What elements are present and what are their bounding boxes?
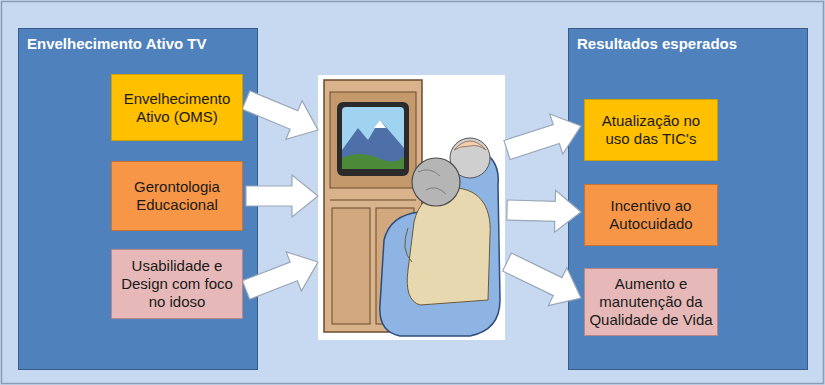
box-label: Gerontologia Educacional [116,178,238,214]
panel-title: Envelhecimento Ativo TV [19,29,257,58]
tv-housing [330,92,416,188]
block-arrow [498,243,590,317]
block-arrow [501,106,588,170]
cabinet-line [330,199,416,200]
box-label: Atualização no uso das TIC's [589,112,713,148]
illustration-ground [318,75,505,340]
hair-lines [418,170,446,194]
woman-body [407,188,490,305]
concept-box: Gerontologia Educacional [111,161,243,231]
box-label: Envelhecimento Ativo (OMS) [116,90,238,126]
arm-line [405,228,412,262]
cabinet-door [332,208,370,324]
concept-box: Incentivo ao Autocuidado [584,184,718,246]
block-arrow [506,189,581,233]
concept-box: Atualização no uso das TIC's [584,99,718,161]
tv-screen [342,107,404,169]
block-arrow [246,175,318,217]
block-arrow [238,81,326,150]
screen-mountain [342,120,404,169]
panel-title: Resultados esperados [569,29,807,58]
group-panel: Resultados esperadosAtualização no uso d… [568,28,808,370]
man-scalp [454,141,486,150]
box-label: Aumento e manutenção da Qualidade de Vid… [589,275,713,329]
box-label: Usabilidade e Design com foco no idoso [116,257,238,311]
armchair [380,150,500,336]
tv-illustration [318,75,505,340]
screen-snow [374,120,386,128]
group-panel: Envelhecimento Ativo TV Envelhecimento At… [18,28,258,370]
concept-box: Usabilidade e Design com foco no idoso [111,249,243,319]
concept-box: Aumento e manutenção da Qualidade de Vid… [584,268,718,336]
tv-bezel [337,102,409,176]
concept-box: Envelhecimento Ativo (OMS) [111,74,243,141]
screen-hill [342,154,404,169]
block-arrow [238,242,325,309]
box-label: Incentivo ao Autocuidado [589,197,713,233]
woman-head [412,158,460,206]
